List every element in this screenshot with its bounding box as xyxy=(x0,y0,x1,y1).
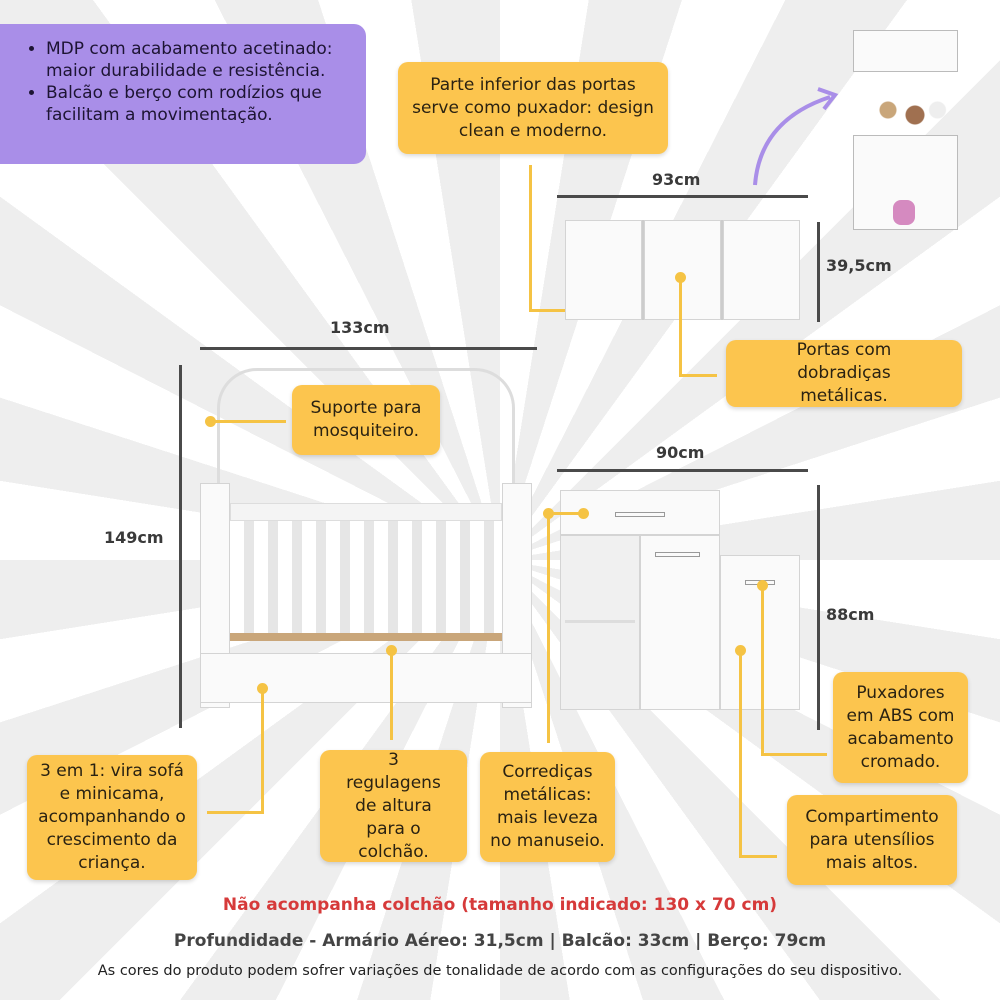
dim-wall-height: 39,5cm xyxy=(826,256,892,275)
callout-portas-inferior: Parte inferior das portas serve como pux… xyxy=(398,62,668,154)
counter-image xyxy=(560,490,802,715)
wall-cabinet-image xyxy=(565,220,800,320)
callout-dobradicas: Portas com dobradiças metálicas. xyxy=(726,340,962,407)
callout-regulagens: 3 regulagens de altura para o colchão. xyxy=(320,750,467,862)
callout-mosquiteiro: Suporte para mosquiteiro. xyxy=(292,385,440,455)
depth-info: Profundidade - Armário Aéreo: 31,5cm | B… xyxy=(173,931,827,951)
dim-counter-height: 88cm xyxy=(826,605,875,624)
crib-image xyxy=(200,368,532,723)
dim-counter-width: 90cm xyxy=(656,443,705,462)
room-preview-image xyxy=(853,30,960,235)
callout-compartimento: Compartimento para utensílios mais altos… xyxy=(787,795,957,885)
feature-item: MDP com acabamento acetinado: maior dura… xyxy=(46,38,366,82)
dim-crib-width: 133cm xyxy=(330,318,390,337)
callout-tres-em-um: 3 em 1: vira sofá e minicama, acompanhan… xyxy=(27,755,197,880)
dim-wall-width: 93cm xyxy=(652,170,701,189)
curved-arrow-icon xyxy=(753,87,839,186)
dim-crib-height: 149cm xyxy=(104,528,164,547)
color-disclaimer: As cores do produto podem sofrer variaçõ… xyxy=(97,963,903,979)
mattress-warning: Não acompanha colchão (tamanho indicado:… xyxy=(222,895,778,915)
callout-corredicas: Corrediças metálicas: mais leveza no man… xyxy=(480,752,615,862)
features-box: MDP com acabamento acetinado: maior dura… xyxy=(0,24,366,164)
feature-item: Balcão e berço com rodízios que facilita… xyxy=(46,82,366,126)
callout-puxadores: Puxadores em ABS com acabamento cromado. xyxy=(833,672,968,783)
